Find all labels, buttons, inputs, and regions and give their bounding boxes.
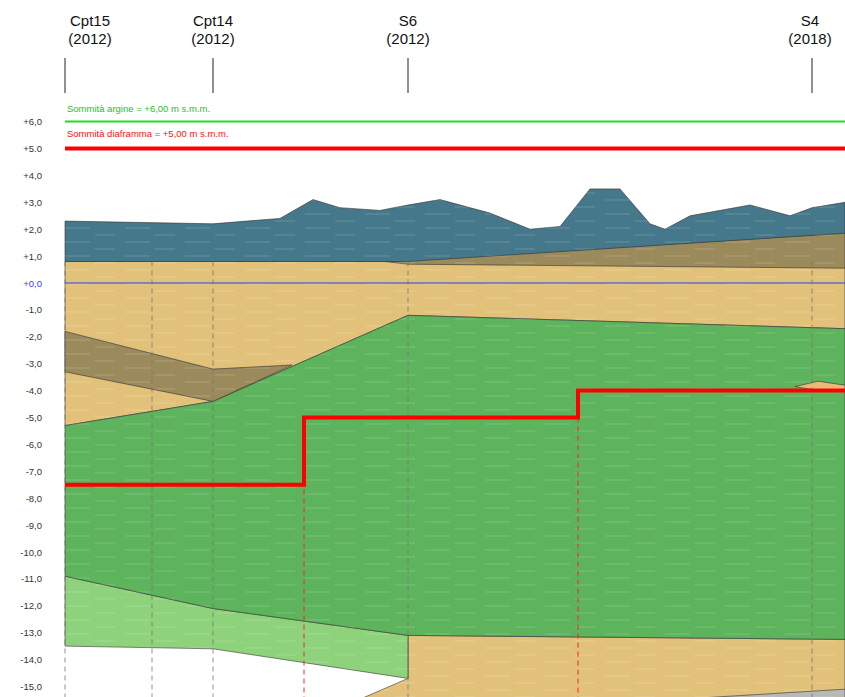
axis-tick: -13,0 [2, 627, 42, 638]
level-note: Sommità argine = +6,00 m s.m.m. [67, 103, 210, 114]
embankment-fill [65, 189, 845, 262]
axis-tick: -10,0 [2, 547, 42, 558]
axis-tick: -14,0 [2, 654, 42, 665]
borehole-label: Cpt14 (2012) [182, 12, 244, 48]
borehole-label: Cpt15 (2012) [59, 12, 121, 48]
axis-tick: -3,0 [2, 358, 42, 369]
axis-tick: +5.0 [2, 143, 42, 154]
axis-tick: +2,0 [2, 224, 42, 235]
sand-layer-deep [352, 635, 845, 697]
axis-tick: -8,0 [2, 493, 42, 504]
axis-tick: +0,0 [2, 278, 42, 289]
clay-layer-texture [65, 315, 845, 639]
brown-lens-texture [65, 331, 292, 401]
axis-tick: -12,0 [2, 600, 42, 611]
axis-tick: -15,0 [2, 681, 42, 692]
diaphragm-step-trace [578, 391, 579, 697]
diaphragm-bottom-line [65, 391, 845, 485]
axis-tick: -2,0 [2, 331, 42, 342]
zero-line [65, 283, 845, 284]
clay-layer [65, 315, 845, 639]
axis-tick: +1,0 [2, 251, 42, 262]
borehole-marker [812, 58, 813, 93]
axis-tick: +6,0 [2, 116, 42, 127]
axis-tick: +4,0 [2, 170, 42, 181]
embankment-top-line [65, 121, 845, 123]
axis-tick: -1,0 [2, 304, 42, 315]
axis-tick: -6,0 [2, 439, 42, 450]
brown-lens [65, 331, 292, 401]
borehole-marker [65, 58, 66, 93]
borehole-trace [152, 261, 153, 697]
axis-tick: -7,0 [2, 466, 42, 477]
grey-layer-texture [690, 689, 845, 697]
diaphragm-top-line [65, 147, 845, 151]
axis-tick: -11,0 [2, 573, 42, 584]
axis-tick: +3,0 [2, 197, 42, 208]
sand-layer-deep-texture [352, 635, 845, 697]
borehole-marker [408, 58, 409, 93]
axis-tick: -9,0 [2, 520, 42, 531]
borehole-trace [408, 261, 409, 697]
borehole-marker [213, 58, 214, 93]
borehole-trace [65, 261, 66, 697]
axis-tick: -5,0 [2, 412, 42, 423]
grey-layer [690, 689, 845, 697]
borehole-label: S4 (2018) [779, 12, 841, 48]
borehole-trace [213, 261, 214, 697]
axis-tick: -4,0 [2, 385, 42, 396]
borehole-label: S6 (2012) [377, 12, 439, 48]
level-note: Sommità diaframma = +5,00 m s.m.m. [67, 128, 229, 139]
embankment-fill-texture [65, 189, 845, 262]
borehole-trace [812, 261, 813, 697]
